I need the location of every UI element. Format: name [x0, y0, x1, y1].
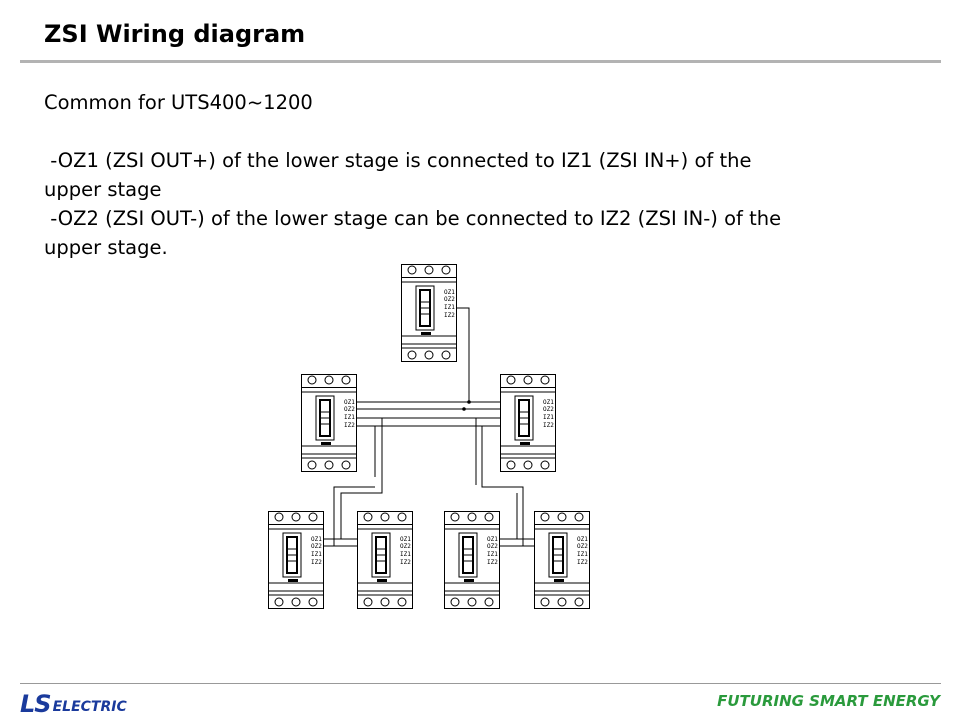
tagline: FUTURING SMART ENERGY: [717, 692, 940, 710]
description-line-3: -OZ2 (ZSI OUT-) of the lower stage can b…: [44, 207, 788, 259]
ls-electric-logo: LS ELECTRIC: [20, 690, 127, 718]
description: Common for UTS400~1200 -OZ1 (ZSI OUT+) o…: [44, 88, 844, 262]
breaker-top: [400, 263, 458, 363]
breaker-bottom-4: [533, 510, 591, 610]
breaker-bottom-2: [356, 510, 414, 610]
breaker-bottom-3: [443, 510, 501, 610]
description-line-2: -OZ1 (ZSI OUT+) of the lower stage is co…: [44, 149, 758, 201]
wires: [324, 307, 534, 547]
breaker-bottom-1: [267, 510, 325, 610]
breaker-middle-right: [499, 373, 557, 473]
page-title: ZSI Wiring diagram: [44, 20, 306, 48]
description-line-1: Common for UTS400~1200: [44, 91, 313, 114]
footer-divider: [20, 683, 941, 684]
title-divider: [20, 60, 941, 63]
breaker-middle-left: [300, 373, 358, 473]
